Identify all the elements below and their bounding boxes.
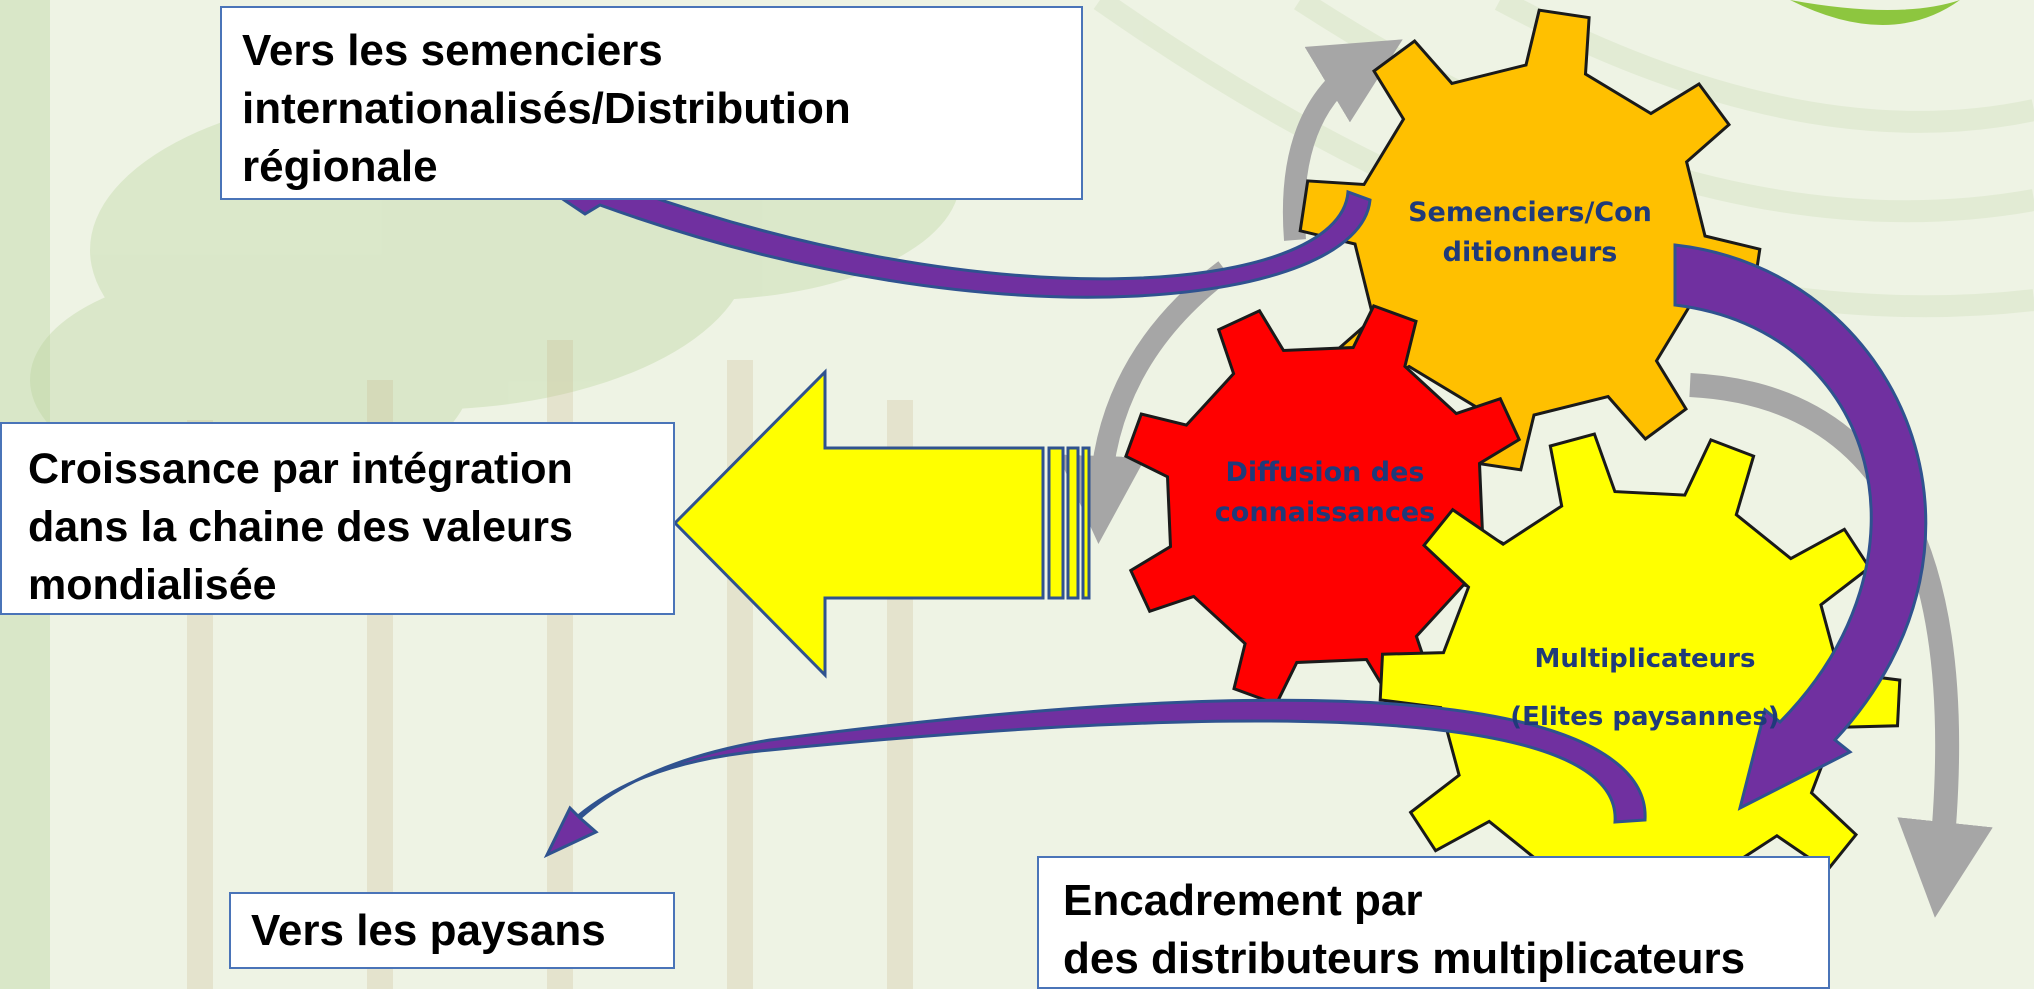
box-semenciers-internationalises: Vers les semenciers internationalisés/Di… (220, 6, 1083, 200)
purple-arrow-to-multiplicateurs (1673, 243, 1928, 811)
box-line: des distributeurs multiplicateurs (1063, 934, 1746, 983)
grey-cycle-arrow-left (1057, 261, 1232, 544)
gear-label-line: Diffusion des (1225, 457, 1425, 488)
box-line: internationalisés/Distribution (242, 84, 851, 133)
box-line: Vers les semenciers (242, 26, 663, 75)
gear-label-semenciers: Semenciers/Con ditionneurs (1380, 193, 1680, 273)
grey-cycle-arrow-top (1282, 39, 1403, 241)
gear-label-multiplicateurs: Multiplicateurs (Elites paysannes) (1490, 630, 1800, 746)
box-line: régionale (242, 142, 438, 191)
box-line: Croissance par intégration (28, 445, 573, 493)
gear-label-line: connaissances (1214, 497, 1436, 528)
gear-label-line: (Elites paysannes) (1510, 702, 1780, 732)
gear-label-line: Multiplicateurs (1534, 644, 1756, 674)
block-arrow-croissance (672, 368, 1091, 679)
gear-label-diffusion: Diffusion des connaissances (1175, 453, 1475, 533)
box-line: Encadrement par (1063, 876, 1423, 925)
purple-arrow-to-paysans (543, 698, 1647, 859)
gear-semenciers (1298, 8, 1762, 472)
gear-label-line: ditionneurs (1442, 237, 1618, 268)
logo-leaf-icon (1790, 0, 1960, 25)
box-line: dans la chaine des valeurs (28, 503, 573, 551)
box-croissance: Croissance par intégration dans la chain… (0, 422, 675, 615)
box-encadrement: Encadrement par des distributeurs multip… (1037, 856, 1830, 989)
gear-label-line: Semenciers/Con (1408, 197, 1652, 228)
box-paysans: Vers les paysans (229, 892, 675, 969)
box-line: mondialisée (28, 561, 277, 609)
